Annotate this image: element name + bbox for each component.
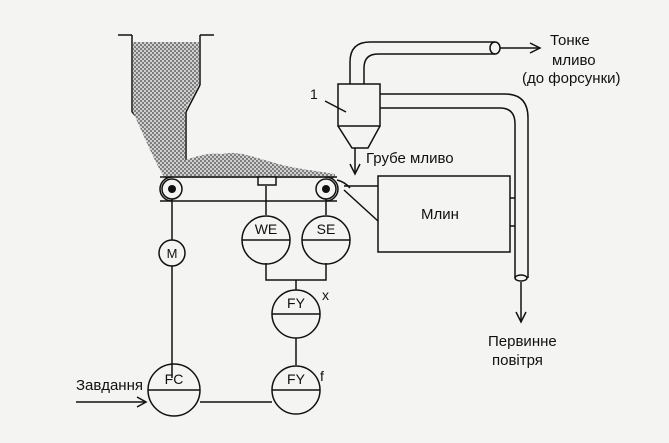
coal-material <box>133 42 335 178</box>
separator-cyclone <box>337 83 381 172</box>
fine-grind-label-3: (до форсунки) <box>522 70 621 87</box>
mill <box>377 175 511 253</box>
primary-air-label-1: Первинне <box>488 333 557 350</box>
fy-f-label: FY <box>287 371 306 387</box>
fy-x-label: FY <box>287 295 306 311</box>
x-signal-label: x <box>322 287 329 303</box>
separator-number: 1 <box>310 86 318 102</box>
fine-grind-label-1: Тонке <box>550 32 590 49</box>
fc-label: FC <box>165 371 184 387</box>
fine-grind-arrow-icon <box>529 42 542 54</box>
f-signal-label: f <box>320 368 324 384</box>
coarse-grind-arrow-icon <box>349 163 361 176</box>
mill-label: Млин <box>421 206 459 223</box>
setpoint-arrow-icon <box>136 396 148 408</box>
motor-label: M <box>167 246 178 261</box>
coarse-grind-label: Грубе мливо <box>366 150 454 167</box>
se-label: SE <box>317 221 336 237</box>
we-label: WE <box>255 221 278 237</box>
primary-air-duct <box>380 93 529 282</box>
setpoint-label: Завдання <box>76 377 143 394</box>
primary-air-label-2: повітря <box>492 352 543 369</box>
belt-conveyor <box>159 176 351 202</box>
fine-grind-pipe <box>349 41 501 84</box>
motor-symbol <box>158 239 186 267</box>
weigh-plate <box>257 176 277 186</box>
primary-air-arrow-icon <box>515 311 527 324</box>
fine-grind-label-2: мливо <box>552 52 596 69</box>
